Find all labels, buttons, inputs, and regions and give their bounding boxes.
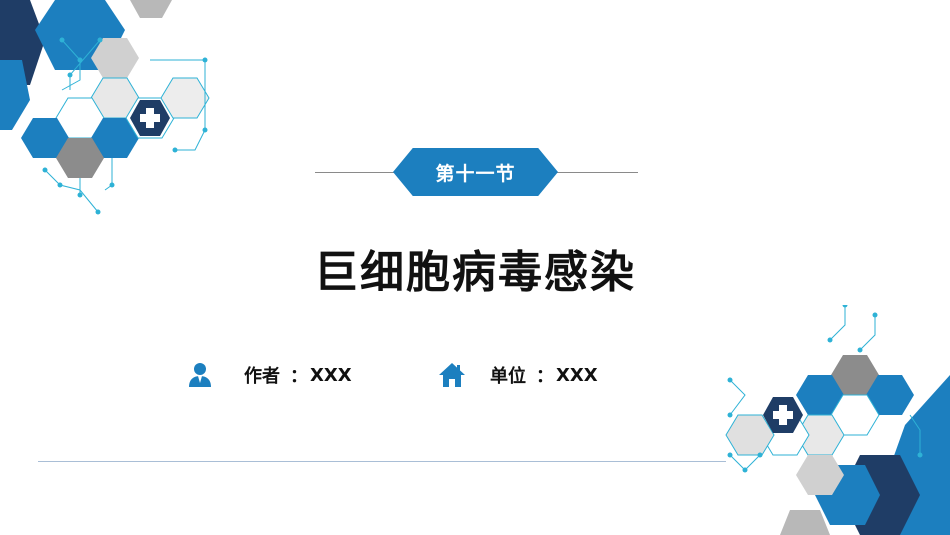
unit-label: 单位: [490, 366, 526, 387]
bottom-divider: [38, 461, 726, 462]
home-icon: [439, 363, 465, 387]
unit-row: 单位 ： XXX: [438, 360, 598, 390]
hexagon-decoration-top-left: [0, 0, 210, 215]
section-divider-right: [550, 172, 638, 173]
unit-separator: ：: [536, 366, 554, 387]
author-label: 作者: [244, 366, 280, 387]
hexagon-decoration-bottom-right: [725, 305, 950, 535]
page-title: 巨细胞病毒感染: [314, 247, 636, 298]
author-row: 作者 ： XXX: [186, 360, 352, 390]
unit-value: XXX: [556, 364, 598, 386]
person-icon: [189, 363, 211, 387]
section-badge: 第十一节: [393, 148, 558, 196]
section-divider-left: [315, 172, 400, 173]
section-label: 第十一节: [435, 162, 516, 185]
author-separator: ：: [290, 366, 308, 387]
author-value: XXX: [310, 364, 352, 386]
